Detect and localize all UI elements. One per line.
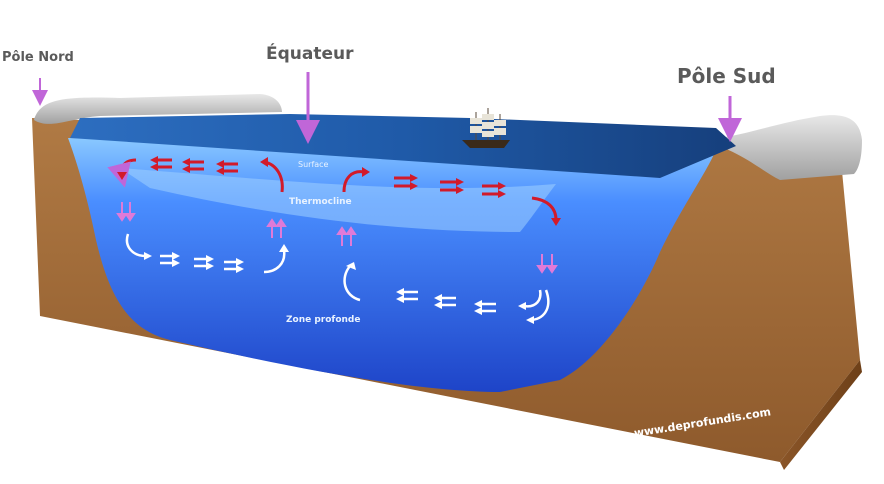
equator-label: Équateur <box>266 44 354 64</box>
surface-layer-label: Surface <box>298 160 328 169</box>
north-pole-label: Pôle Nord <box>2 50 74 65</box>
deep-zone-label: Zone profonde <box>286 315 360 325</box>
thermocline-label: Thermocline <box>289 197 352 207</box>
south-pole-label: Pôle Sud <box>677 64 776 88</box>
